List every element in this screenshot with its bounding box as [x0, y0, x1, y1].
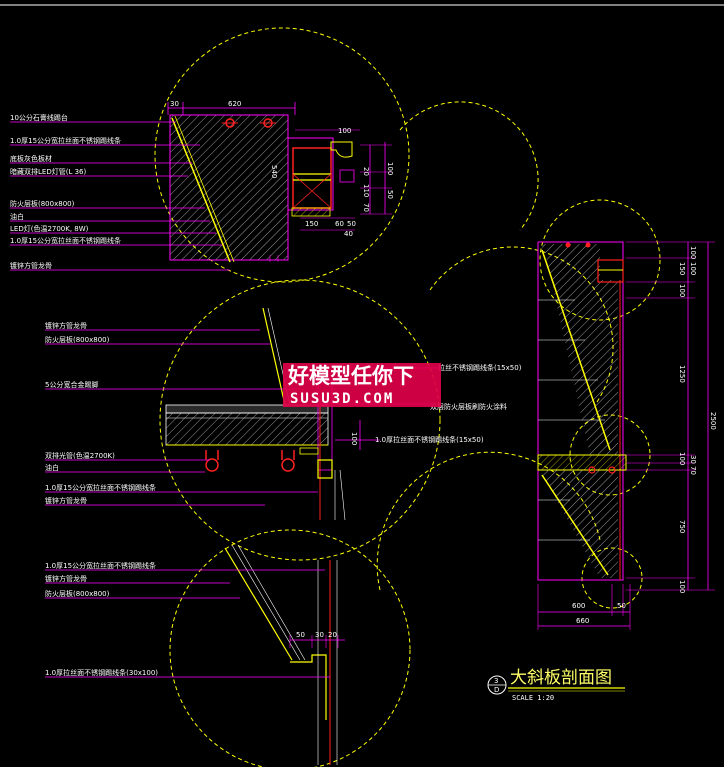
label-mid-7: 镀锌方管龙骨: [45, 496, 87, 505]
label-mid-r3: 1.0厚拉丝面不锈钢踢线条(15x50): [375, 435, 484, 444]
label-top-9: 镀锌方管龙骨: [10, 261, 52, 270]
label-top-3: 底板灰色板材: [10, 154, 52, 163]
watermark: 好模型任你下 SUSU3D.COM: [283, 363, 441, 407]
label-top-4: 暗藏双排LED灯管(L 36): [10, 167, 86, 176]
label-mid-2: 防火层板(800x800): [45, 335, 110, 344]
dim-top-40: 40: [344, 230, 353, 238]
sec-dim-6: 100: [678, 452, 686, 465]
title-ref-top: 3: [494, 677, 498, 685]
title-main: 大斜板剖面图: [510, 668, 612, 688]
label-bot-4: 1.0厚拉丝面不锈钢踢线条(30x100): [45, 668, 158, 677]
dim-top-150: 150: [305, 220, 318, 228]
dim-bot-50: 50: [296, 631, 305, 639]
sec-dim-3: 100: [689, 262, 697, 275]
label-top-1: 10公分石膏线踢台: [10, 113, 68, 122]
sec-dim-8: 70: [689, 466, 697, 475]
label-bot-1: 1.0厚15公分宽拉丝面不锈钢踢线条: [45, 561, 156, 570]
detail-top-labels: 10公分石膏线踢台 1.0厚15公分宽拉丝面不锈钢踢线条 底板灰色板材 暗藏双排…: [10, 113, 121, 270]
dim-bot-20: 20: [328, 631, 337, 639]
dim-top-100a: 100: [338, 127, 351, 135]
detail-bottom: [45, 544, 345, 765]
sec-dim-660: 660: [576, 617, 589, 625]
dim-top-540: 540: [270, 165, 278, 178]
detail-bot-labels: 1.0厚15公分宽拉丝面不锈钢踢线条 镀锌方管龙骨 防火层板(800x800) …: [45, 561, 337, 677]
label-top-7: LED灯(色温2700K, 8W): [10, 224, 89, 233]
sec-dim-2: 150: [678, 262, 686, 275]
detail-mid-labels: 镀锌方管龙骨 防火层板(800x800) 5公分宽合金踢脚 双排光管(色温270…: [45, 321, 522, 505]
watermark-cn: 好模型任你下: [287, 364, 414, 388]
label-top-2: 1.0厚15公分宽拉丝面不锈钢踢线条: [10, 136, 121, 145]
detail-top-dims: 30 620 100 100 50 540 20 110 70 150 60 5…: [170, 100, 394, 238]
dim-top-620: 620: [228, 100, 241, 108]
label-mid-4: 双排光管(色温2700K): [45, 451, 115, 460]
title-scale: SCALE 1:20: [512, 694, 554, 702]
dim-top-110: 110: [362, 184, 370, 197]
dim-bot-30: 30: [315, 631, 324, 639]
sec-dim-10: 100: [678, 580, 686, 593]
sec-dim-7: 30: [689, 455, 697, 464]
section-view: [537, 241, 715, 630]
dim-mid-100: 100: [350, 432, 358, 445]
dim-top-20: 20: [362, 167, 370, 176]
label-top-8: 1.0厚15公分宽拉丝面不锈钢踢线条: [10, 236, 121, 245]
sec-dim-600: 600: [572, 602, 585, 610]
sec-dim-9: 750: [678, 520, 686, 533]
detail-top: [10, 102, 392, 271]
sec-dim-total: 2500: [709, 412, 717, 430]
sec-dim-5: 1250: [678, 365, 686, 383]
label-mid-1: 镀锌方管龙骨: [45, 321, 87, 330]
label-top-5: 防火层板(800x800): [10, 199, 75, 208]
section-dims: 100 150 100 100 1250 100 30 70 750 100 2…: [572, 246, 717, 625]
dim-top-30: 30: [170, 100, 179, 108]
label-mid-r1: 拉丝不锈钢踢线条(15x50): [438, 363, 522, 372]
dim-top-100b: 100: [386, 162, 394, 175]
label-mid-3: 5公分宽合金踢脚: [45, 380, 98, 389]
label-top-6: 油白: [10, 212, 24, 221]
sec-dim-4: 100: [678, 284, 686, 297]
title-ref-bottom: D: [494, 686, 499, 694]
sec-dim-1: 100: [689, 246, 697, 259]
sec-dim-50: 50: [617, 602, 626, 610]
label-mid-5: 油白: [45, 463, 59, 472]
dim-top-50: 50: [386, 190, 394, 199]
dim-top-50b: 50: [347, 220, 356, 228]
title-block: 3 D 大斜板剖面图 SCALE 1:20: [487, 668, 625, 702]
dim-top-60: 60: [335, 220, 344, 228]
label-bot-2: 镀锌方管龙骨: [45, 574, 87, 583]
label-mid-6: 1.0厚15公分宽拉丝面不锈钢踢线条: [45, 483, 156, 492]
detail-middle: [45, 307, 440, 521]
label-mid-r2: 双层防火层板刷防火涂料: [430, 402, 507, 411]
watermark-en: SUSU3D.COM: [290, 391, 394, 407]
label-bot-3: 防火层板(800x800): [45, 589, 110, 598]
dim-top-70: 70: [362, 203, 370, 212]
